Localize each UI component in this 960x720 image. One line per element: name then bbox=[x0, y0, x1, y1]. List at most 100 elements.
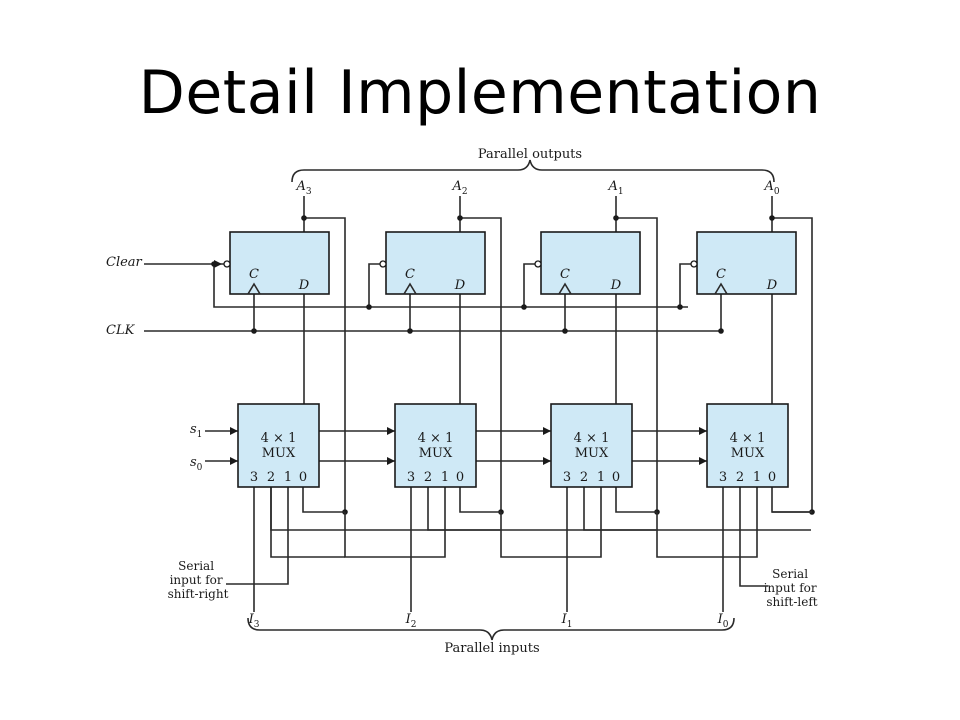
flipflop-box bbox=[696, 231, 797, 295]
clear-bubble bbox=[223, 260, 231, 268]
mux-box bbox=[237, 403, 320, 488]
mux-size-label: 4 × 1 bbox=[730, 431, 766, 446]
mux-pin-label: 2 bbox=[424, 470, 432, 485]
flipflop-box bbox=[540, 231, 641, 295]
parallel-outputs-brace bbox=[291, 159, 775, 183]
slide-title: Detail Implementation bbox=[138, 58, 822, 128]
shift-left-wire bbox=[583, 487, 811, 531]
clear-bubble bbox=[690, 260, 698, 268]
serial-left-label: Serial input for shift-left bbox=[764, 567, 821, 609]
mux-pin-label: 0 bbox=[612, 470, 620, 485]
parallel-input-label: I3 bbox=[248, 612, 260, 630]
mux-pin-label: 3 bbox=[407, 470, 415, 485]
s-arrow bbox=[699, 427, 707, 435]
s-arrow bbox=[230, 457, 238, 465]
mux-size-label: 4 × 1 bbox=[574, 431, 610, 446]
shift-right-wire bbox=[344, 487, 446, 558]
shift-right-wire bbox=[656, 487, 758, 558]
mux-pin0-wire bbox=[771, 487, 812, 513]
mux-pin0-wire bbox=[302, 487, 345, 513]
s-arrow bbox=[387, 457, 395, 465]
clock-triangle bbox=[403, 282, 417, 295]
junction-dot bbox=[562, 328, 568, 334]
parallel-input-label: I0 bbox=[717, 612, 729, 630]
junction-dot bbox=[769, 215, 775, 221]
junction-dot bbox=[718, 328, 724, 334]
mux-pin-label: 0 bbox=[456, 470, 464, 485]
mux-name-label: MUX bbox=[419, 446, 453, 461]
serial-right-label: Serial input for shift-right bbox=[168, 559, 229, 601]
mux-pin-label: 3 bbox=[719, 470, 727, 485]
mux-pin-label: 3 bbox=[563, 470, 571, 485]
junction-dot bbox=[366, 304, 372, 310]
junction-dot bbox=[251, 328, 257, 334]
s1-label: s1 bbox=[190, 422, 202, 440]
ff-feedback-wire bbox=[616, 217, 658, 512]
mux-size-label: 4 × 1 bbox=[261, 431, 297, 446]
ff-output-label: A0 bbox=[763, 179, 779, 197]
ff-feedback-wire bbox=[304, 217, 346, 512]
junction-dot bbox=[211, 261, 217, 267]
ff-d-label: D bbox=[298, 278, 310, 293]
clear-bus bbox=[213, 264, 688, 308]
ff-c-label: C bbox=[716, 267, 726, 282]
clock-triangle bbox=[714, 282, 728, 295]
s-arrow bbox=[543, 457, 551, 465]
parallel-outputs-label: Parallel outputs bbox=[478, 147, 582, 162]
junction-dot bbox=[407, 328, 413, 334]
ff-feedback-wire bbox=[772, 217, 813, 512]
s-arrow bbox=[699, 457, 707, 465]
flipflop: C D A0 bbox=[690, 179, 797, 295]
mux-pin-label: 1 bbox=[441, 470, 449, 485]
junction-dot bbox=[457, 215, 463, 221]
ff-d-label: D bbox=[610, 278, 622, 293]
clear-label: Clear bbox=[106, 255, 143, 270]
mux-name-label: MUX bbox=[731, 446, 765, 461]
junction-dot bbox=[613, 215, 619, 221]
mux-pin-label: 3 bbox=[250, 470, 258, 485]
mux-pin-label: 2 bbox=[267, 470, 275, 485]
mux-name-label: MUX bbox=[262, 446, 296, 461]
clock-triangle bbox=[558, 282, 572, 295]
ff-output-label: A1 bbox=[607, 179, 623, 197]
mux-size-label: 4 × 1 bbox=[418, 431, 454, 446]
junction-dot bbox=[521, 304, 527, 310]
ff-d-label: D bbox=[454, 278, 466, 293]
mux-pin-label: 1 bbox=[753, 470, 761, 485]
parallel-input-label: I2 bbox=[405, 612, 417, 630]
ff-d-label: D bbox=[766, 278, 778, 293]
mux-pin-label: 1 bbox=[597, 470, 605, 485]
mux-box bbox=[394, 403, 477, 488]
ff-feedback-wire bbox=[460, 217, 502, 512]
mux-pin-label: 0 bbox=[768, 470, 776, 485]
ff-output-label: A3 bbox=[295, 179, 311, 197]
mux-pin0-wire bbox=[615, 487, 657, 513]
mux-pin-label: 2 bbox=[736, 470, 744, 485]
clear-bubble bbox=[379, 260, 387, 268]
parallel-input-label: I1 bbox=[561, 612, 573, 630]
s-arrow bbox=[543, 427, 551, 435]
s0-label: s0 bbox=[190, 455, 203, 473]
flipflop-box bbox=[229, 231, 330, 295]
clear-bubble bbox=[534, 260, 542, 268]
clear-branch bbox=[368, 263, 386, 307]
mux-pin-label: 0 bbox=[299, 470, 307, 485]
s-arrow bbox=[387, 427, 395, 435]
shift-left-wire bbox=[270, 487, 500, 531]
serial-left-wire bbox=[739, 487, 768, 587]
flipflop: C D A1 bbox=[534, 179, 641, 295]
parallel-inputs-brace bbox=[247, 617, 735, 641]
mux-box bbox=[550, 403, 633, 488]
ff-c-label: C bbox=[405, 267, 415, 282]
clear-branch bbox=[679, 263, 697, 307]
mux-pin-label: 2 bbox=[580, 470, 588, 485]
ff-c-label: C bbox=[560, 267, 570, 282]
